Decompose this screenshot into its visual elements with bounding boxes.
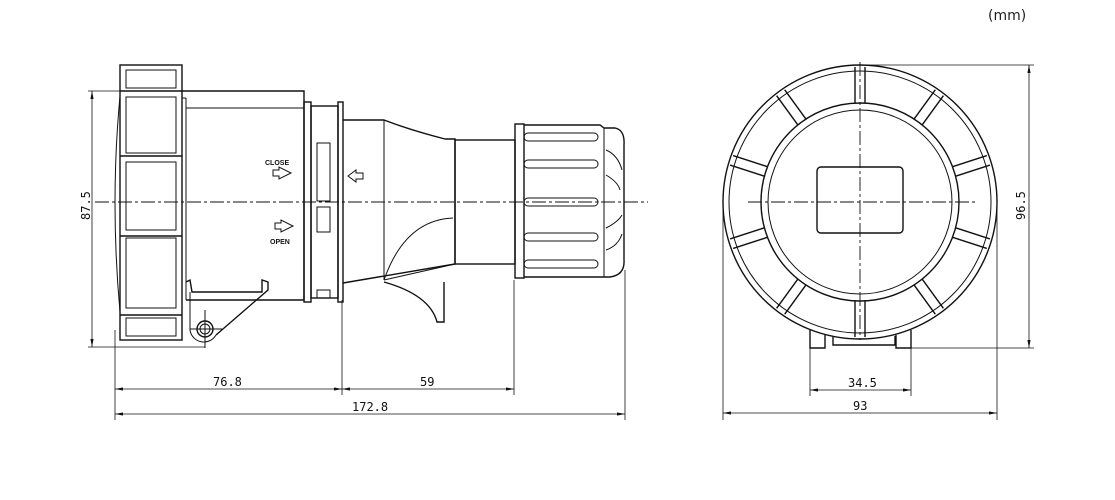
coupling-ring: [114, 64, 187, 341]
dimension-foot-width: 34.5: [810, 376, 911, 392]
units-label: (mm): [988, 8, 1027, 24]
spoke-edge: [955, 227, 991, 240]
spoke-edge: [952, 154, 988, 168]
side-view: CLOSE OPEN: [79, 64, 648, 420]
svg-text:96.5: 96.5: [1014, 191, 1028, 220]
svg-text:OPEN: OPEN: [270, 239, 290, 246]
svg-text:76.8: 76.8: [213, 375, 242, 389]
spoke-edge: [952, 236, 988, 250]
spoke-edge: [913, 284, 936, 315]
spoke-edge: [921, 95, 944, 126]
spoke-edge: [913, 89, 936, 120]
spoke-edge: [732, 154, 768, 168]
mounting-feet: [809, 330, 912, 349]
dimension-height: 87.5: [79, 90, 205, 348]
close-arrow-icon: [272, 166, 293, 180]
dimension-front-height: 96.5: [1014, 65, 1031, 348]
spoke-edge: [784, 284, 807, 315]
lid-hinge: [185, 278, 269, 348]
spoke-edge: [784, 89, 807, 120]
gland-nut: [514, 123, 625, 279]
spoke-edge: [955, 164, 991, 177]
svg-text:87.5: 87.5: [79, 191, 93, 220]
svg-text:172.8: 172.8: [352, 400, 388, 414]
dimension-total-length: 172.8: [115, 400, 625, 416]
dimension-rear-length: 59: [342, 375, 514, 391]
open-arrow-icon: [274, 219, 295, 233]
dimension-front-width: 93: [723, 399, 997, 415]
close-arrow-label: CLOSE: [265, 160, 293, 180]
front-view: 96.5 34.5 93: [722, 62, 1034, 420]
spoke-edge: [921, 278, 944, 309]
open-arrow-label: OPEN: [270, 219, 295, 246]
svg-text:CLOSE: CLOSE: [265, 160, 289, 167]
spoke-edge: [729, 164, 765, 177]
flange: [303, 101, 344, 303]
svg-text:34.5: 34.5: [848, 376, 877, 390]
direction-arrow-icon: [347, 169, 364, 183]
socket-body: [182, 90, 305, 301]
spoke-edge: [776, 278, 799, 309]
spoke-edge: [776, 95, 799, 126]
spoke-edge: [729, 227, 765, 240]
svg-text:59: 59: [420, 375, 434, 389]
svg-text:93: 93: [853, 399, 867, 413]
spoke-edge: [732, 236, 768, 250]
ring-spokes: [729, 67, 991, 337]
dimension-front-length: 76.8: [115, 375, 342, 391]
handle: [342, 119, 456, 323]
